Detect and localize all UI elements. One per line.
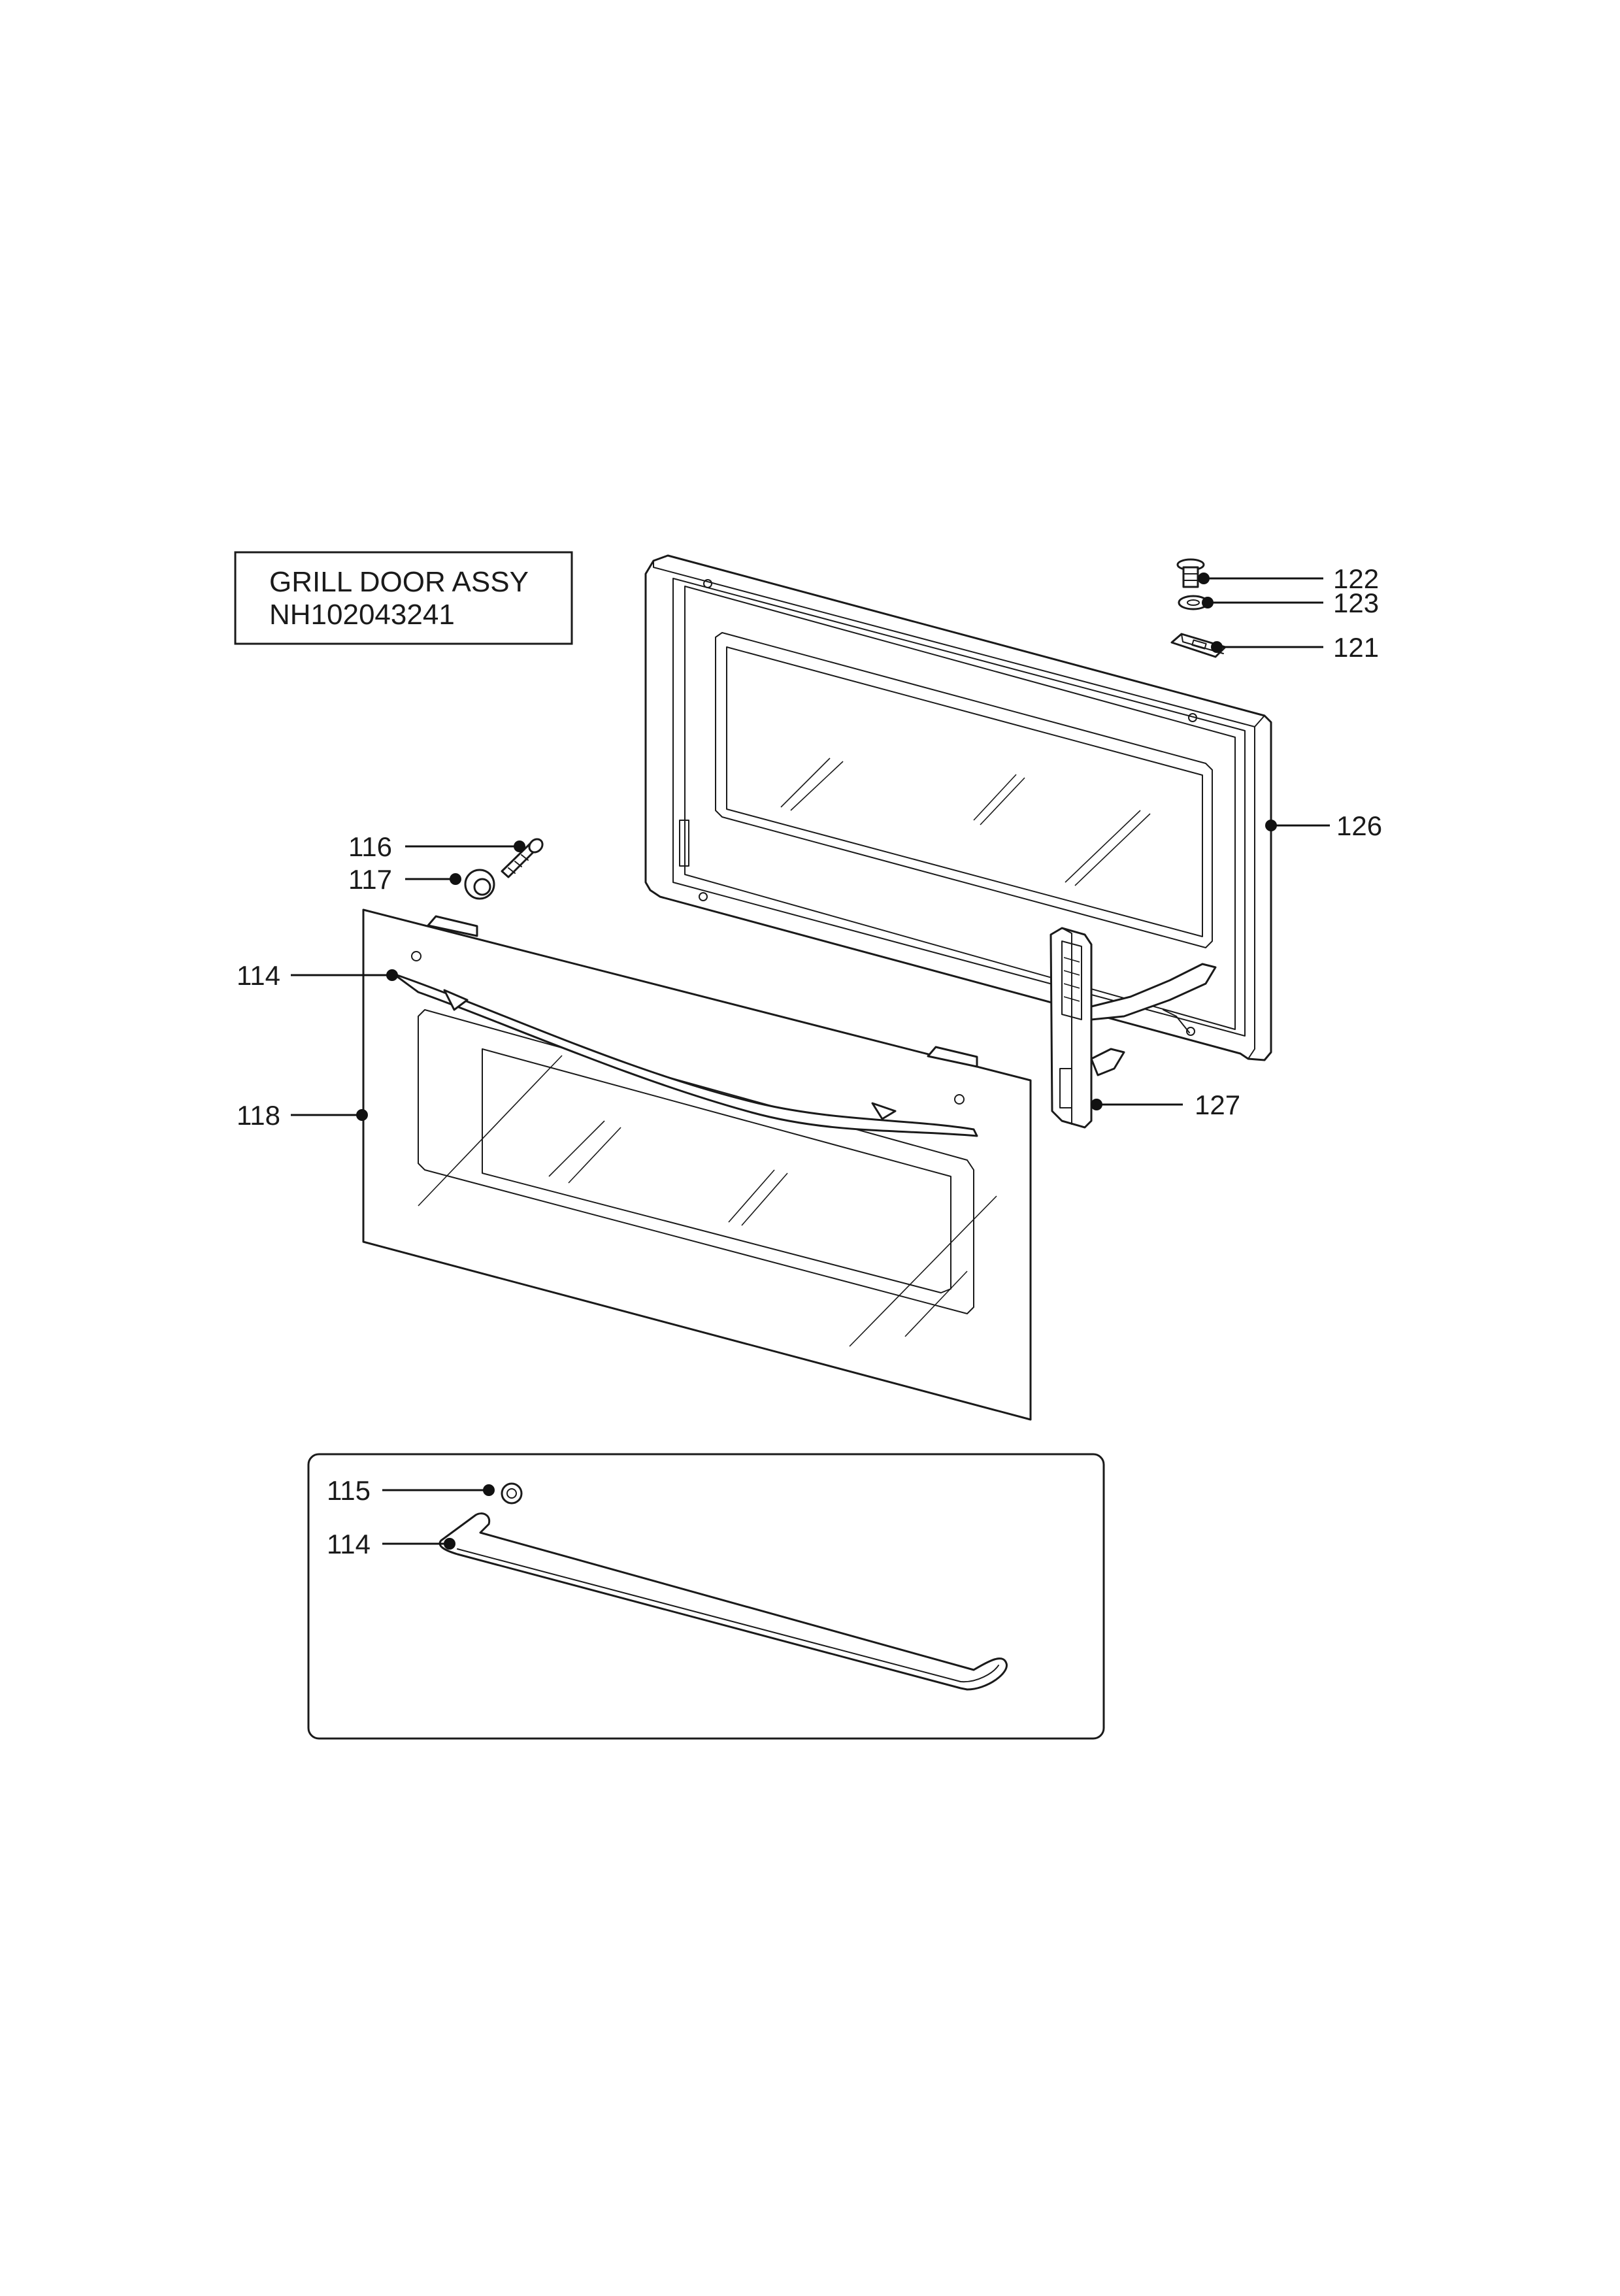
washer-115 bbox=[501, 1482, 523, 1505]
callout-127-label: 127 bbox=[1195, 1090, 1240, 1120]
detail-inset-box: 115 114 bbox=[307, 1453, 1105, 1740]
title-block: GRILL DOOR ASSY NH102043241 bbox=[234, 551, 573, 645]
assembly-part-number: NH102043241 bbox=[269, 599, 455, 631]
callout-123: 123 bbox=[1202, 588, 1379, 618]
detail-callout-114: 114 bbox=[327, 1529, 455, 1559]
hinge-assembly bbox=[1050, 927, 1217, 1129]
callout-114: 114 bbox=[237, 960, 398, 991]
callout-122-label: 122 bbox=[1333, 563, 1379, 594]
callout-121: 121 bbox=[1211, 632, 1379, 663]
outer-door-glass bbox=[362, 908, 1032, 1421]
callout-117-label: 117 bbox=[348, 864, 392, 895]
callout-116-label: 116 bbox=[348, 831, 392, 862]
screw-122 bbox=[1176, 558, 1205, 588]
callout-116: 116 bbox=[348, 831, 525, 862]
screw-116 bbox=[501, 838, 544, 878]
detail-callout-115: 115 bbox=[327, 1475, 495, 1506]
handle-rod-114 bbox=[438, 1512, 1008, 1691]
detail-callout-115-label: 115 bbox=[327, 1475, 371, 1506]
callout-123-label: 123 bbox=[1333, 588, 1379, 618]
assembly-name: GRILL DOOR ASSY bbox=[269, 566, 529, 598]
callout-126: 126 bbox=[1265, 810, 1382, 841]
detail-callout-114-label: 114 bbox=[327, 1529, 371, 1559]
callout-122: 122 bbox=[1198, 563, 1379, 594]
callout-118: 118 bbox=[237, 1100, 368, 1131]
callout-121-label: 121 bbox=[1333, 632, 1379, 663]
callout-117: 117 bbox=[348, 864, 461, 895]
inner-door-panel bbox=[644, 554, 1272, 1061]
callout-127: 127 bbox=[1091, 1090, 1240, 1120]
callout-126-label: 126 bbox=[1336, 810, 1382, 841]
callout-118-label: 118 bbox=[237, 1100, 280, 1131]
washer-117 bbox=[464, 869, 495, 900]
callout-114-label: 114 bbox=[237, 960, 280, 991]
